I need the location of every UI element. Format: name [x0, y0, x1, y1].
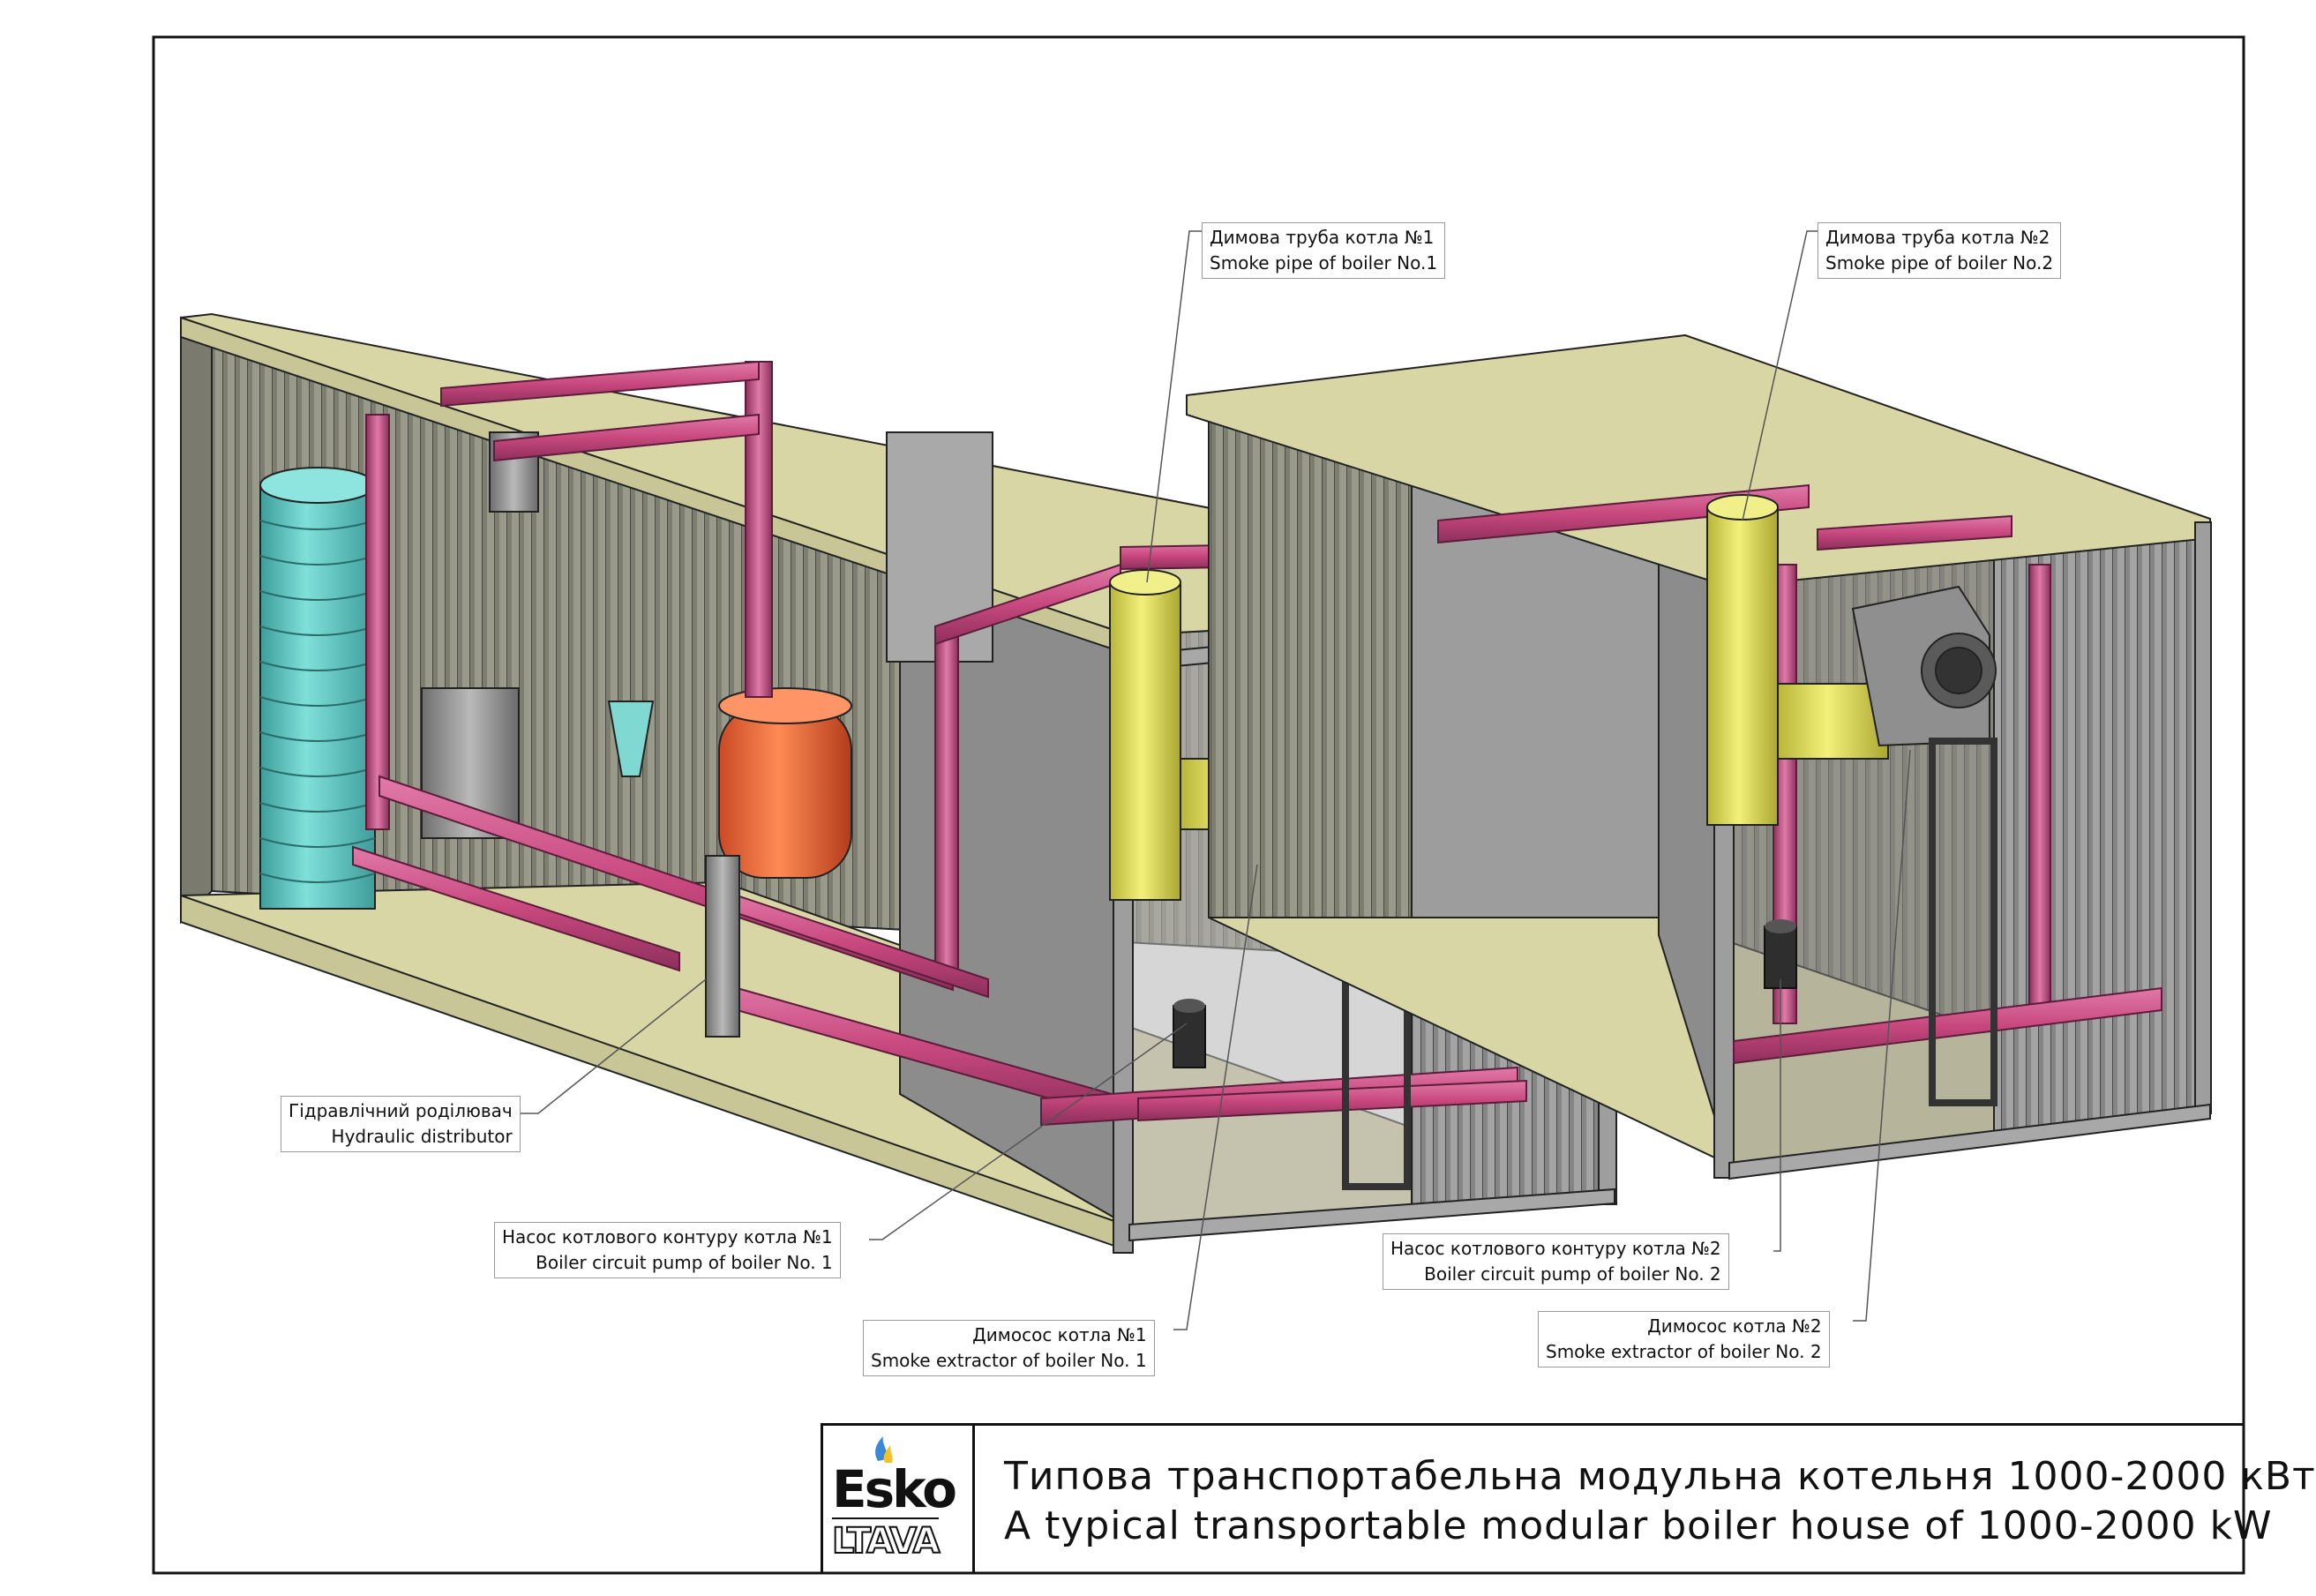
boiler-pump-1 — [1173, 999, 1206, 1068]
callout-pump-2-ua: Насос котлового контуру котла №2 — [1390, 1238, 1721, 1259]
module-1-pipes — [352, 360, 1527, 1127]
title-block: Esko LTAVA Типова транспортабельна модул… — [821, 1423, 2315, 1573]
smoke-extractor-2 — [1851, 585, 1997, 1106]
callout-smoke-pipe-1-ua: Димова труба котла №1 — [1210, 227, 1435, 248]
callout-smoke-pipe-2: Димова труба котла №2 Smoke pipe of boil… — [1818, 222, 2062, 279]
callout-extractor-2-en: Smoke extractor of boiler No. 2 — [1546, 1341, 1822, 1362]
flame-icon — [875, 1436, 893, 1463]
callout-smoke-pipe-2-ua: Димова труба котла №2 — [1825, 227, 2050, 248]
logo-ltava: LTAVA — [831, 1517, 941, 1562]
callout-smoke-pipe-2-en: Smoke pipe of boiler No.2 — [1825, 252, 2054, 273]
smoke-pipe-1 — [1109, 569, 1287, 901]
callout-extractor-2-ua: Димосос котла №2 — [1647, 1315, 1822, 1337]
callout-pump-1: Насос котлового контуру котла №1 Boiler … — [494, 1222, 841, 1278]
module-2 — [1186, 333, 2212, 1180]
callout-extractor-2: Димосос котла №2 Smoke extractor of boil… — [1538, 1311, 1830, 1367]
expansion-tank — [718, 687, 852, 879]
smoke-pipe-2 — [1706, 494, 1889, 826]
module-1-left-wall — [180, 314, 213, 925]
callout-extractor-1-en: Smoke extractor of boiler No. 1 — [871, 1350, 1147, 1371]
water-storage-tank — [259, 467, 376, 910]
callout-pump-2-en: Boiler circuit pump of boiler No. 2 — [1424, 1263, 1721, 1285]
drawing-sheet — [152, 35, 2245, 1575]
callout-extractor-1: Димосос котла №1 Smoke extractor of boil… — [863, 1320, 1155, 1376]
callout-pump-1-en: Boiler circuit pump of boiler No. 1 — [536, 1252, 833, 1273]
hydraulic-distributor-vessel — [705, 855, 740, 1038]
title-ua: Типова транспортабельна модульна котельн… — [1004, 1454, 2316, 1499]
callout-hydraulic-distributor: Гідравлічний роділювач Hydraulic distrib… — [281, 1096, 521, 1152]
callout-pump-1-ua: Насос котлового контуру котла №1 — [502, 1226, 833, 1248]
callout-pump-2: Насос котлового контуру котла №2 Boiler … — [1383, 1233, 1729, 1290]
boiler-pump-2 — [1764, 919, 1797, 989]
logo-esko: Esko — [832, 1459, 957, 1519]
callout-smoke-pipe-1-en: Smoke pipe of boiler No.1 — [1210, 252, 1438, 273]
callout-hydraulic-distributor-en: Hydraulic distributor — [331, 1126, 513, 1147]
title-en: A typical transportable modular boiler h… — [1004, 1503, 2273, 1548]
company-logo: Esko LTAVA — [823, 1426, 975, 1573]
callout-smoke-pipe-1: Димова труба котла №1 Smoke pipe of boil… — [1202, 222, 1446, 279]
callout-hydraulic-distributor-ua: Гідравлічний роділювач — [289, 1100, 513, 1121]
drawing-title: Типова транспортабельна модульна котельн… — [1004, 1452, 2316, 1551]
leader-lines — [521, 230, 1911, 1330]
callout-extractor-1-ua: Димосос котла №1 — [972, 1324, 1147, 1345]
drawing-border — [152, 35, 2245, 1575]
